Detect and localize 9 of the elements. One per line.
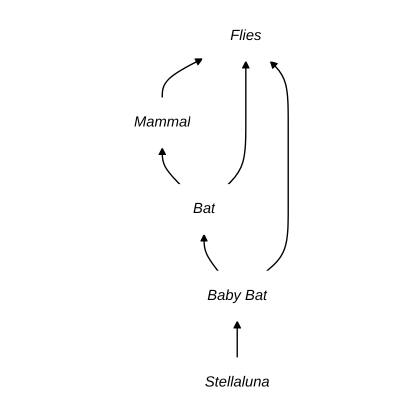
arrow xyxy=(232,320,241,358)
node-text: Mammal xyxy=(134,114,190,130)
arrow xyxy=(158,147,180,186)
arrow xyxy=(200,234,218,272)
arrow xyxy=(227,60,250,186)
node-text: Flies xyxy=(230,28,262,44)
arrow xyxy=(161,58,203,98)
arrow xyxy=(266,60,289,272)
node-text: Stellaluna xyxy=(204,374,270,390)
